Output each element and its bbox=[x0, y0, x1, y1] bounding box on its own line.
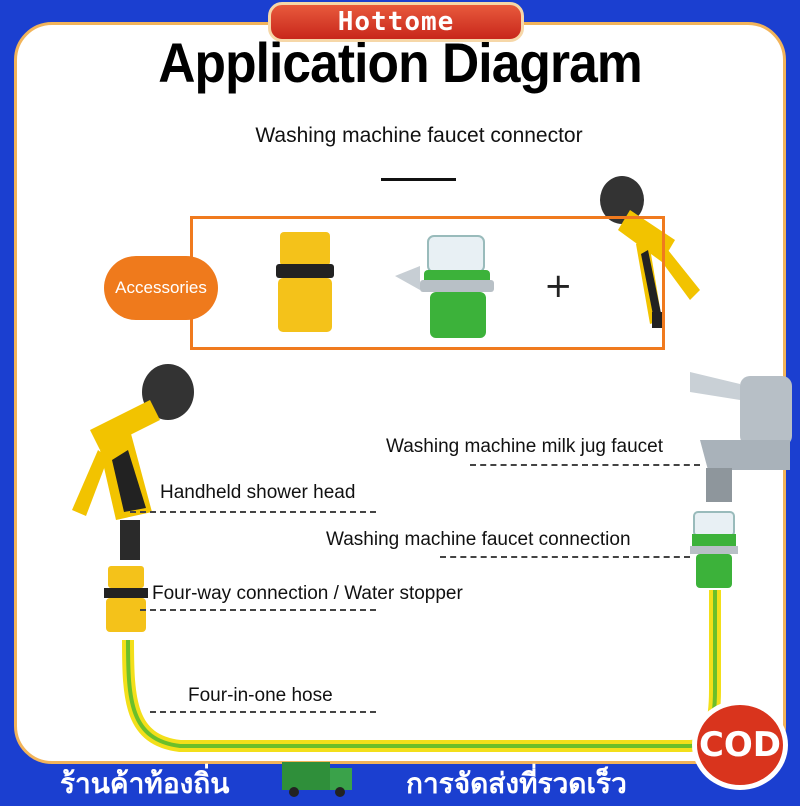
label-four-way: Four-way connection / Water stopper bbox=[152, 583, 463, 604]
hose-left bbox=[122, 590, 721, 752]
truck-icon bbox=[282, 762, 352, 797]
right-faucet bbox=[690, 372, 792, 502]
green-connector-accessory bbox=[395, 235, 494, 338]
accessories-pill: Accessories bbox=[104, 256, 218, 320]
dash-shower-head bbox=[130, 511, 376, 513]
footer-local-shop: ร้านค้าท้องถิ่น bbox=[60, 767, 230, 800]
dash-milk-jug-faucet bbox=[470, 464, 700, 466]
spray-gun-accessory bbox=[600, 176, 700, 328]
hose-left-stripe bbox=[126, 590, 717, 748]
left-yellow-connector bbox=[104, 566, 148, 632]
brand-badge: Hottome bbox=[268, 2, 524, 42]
cod-badge: COD bbox=[692, 700, 788, 790]
yellow-connector-accessory bbox=[276, 232, 334, 332]
left-spray-gun bbox=[72, 364, 194, 560]
label-milk-jug-faucet: Washing machine milk jug faucet bbox=[386, 436, 664, 457]
label-faucet-connection: Washing machine faucet connection bbox=[326, 529, 631, 550]
label-shower-head: Handheld shower head bbox=[160, 482, 356, 503]
dash-four-way bbox=[140, 609, 376, 611]
dash-hose bbox=[150, 711, 376, 713]
right-green-connector bbox=[690, 511, 738, 588]
label-hose: Four-in-one hose bbox=[188, 685, 333, 706]
accessories-box bbox=[190, 216, 665, 350]
footer-fast-delivery: การจัดส่งที่รวดเร็ว bbox=[406, 767, 627, 800]
plus-sign: + bbox=[544, 266, 573, 306]
dash-faucet-connection bbox=[440, 556, 690, 558]
title-divider bbox=[381, 178, 456, 181]
subtitle: Washing machine faucet connector bbox=[255, 124, 583, 147]
